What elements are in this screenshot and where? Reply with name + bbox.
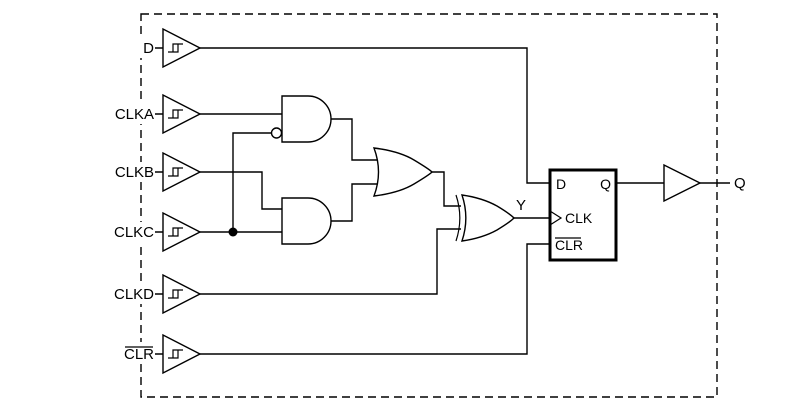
and-gate-2 xyxy=(281,197,332,245)
junction-dot xyxy=(228,227,238,237)
component-boundary xyxy=(140,13,718,398)
schmitt-buffer-icon xyxy=(162,94,201,134)
net-label-y: Y xyxy=(516,197,526,214)
input-label-clkd: CLKD xyxy=(114,286,154,303)
input-label-clka: CLKA xyxy=(115,106,154,123)
input-label-clkc: CLKC xyxy=(114,224,154,241)
dff-q-label: Q xyxy=(600,176,611,192)
wire-clkc-branch xyxy=(232,132,271,232)
wire-and1-to-or xyxy=(331,118,380,161)
label-masks xyxy=(106,38,158,362)
schmitt-buffer-icon xyxy=(162,152,201,192)
dff-clk-label: CLK xyxy=(565,210,593,226)
xor-gate xyxy=(460,194,515,242)
wire-clkd xyxy=(155,228,461,295)
wire-clr xyxy=(155,243,550,355)
dff-clr-label: CLR xyxy=(555,237,583,253)
wire-and2-to-or xyxy=(331,183,380,222)
output-buffer-icon xyxy=(663,163,702,203)
d-flip-flop xyxy=(548,168,618,262)
wire-d xyxy=(155,47,550,184)
and-gate-1 xyxy=(281,95,332,143)
wires xyxy=(155,47,730,355)
input-label-clr: CLR xyxy=(124,346,154,363)
schmitt-buffer-icon xyxy=(162,274,201,314)
dff-d-label: D xyxy=(556,176,566,192)
input-label-d: D xyxy=(143,40,154,57)
wire-or-to-xor xyxy=(432,171,461,207)
schmitt-buffer-icon xyxy=(162,334,201,374)
output-label-q: Q xyxy=(734,175,746,192)
schmitt-buffer-icon xyxy=(162,28,201,68)
schmitt-buffer-icon xyxy=(162,212,201,252)
input-label-clkb: CLKB xyxy=(115,164,154,181)
xor-input-arc xyxy=(455,194,461,242)
clock-triangle-icon xyxy=(549,210,563,226)
wire-clkb xyxy=(155,171,282,210)
or-gate xyxy=(372,147,433,197)
inverted-input-bubble xyxy=(270,127,283,139)
